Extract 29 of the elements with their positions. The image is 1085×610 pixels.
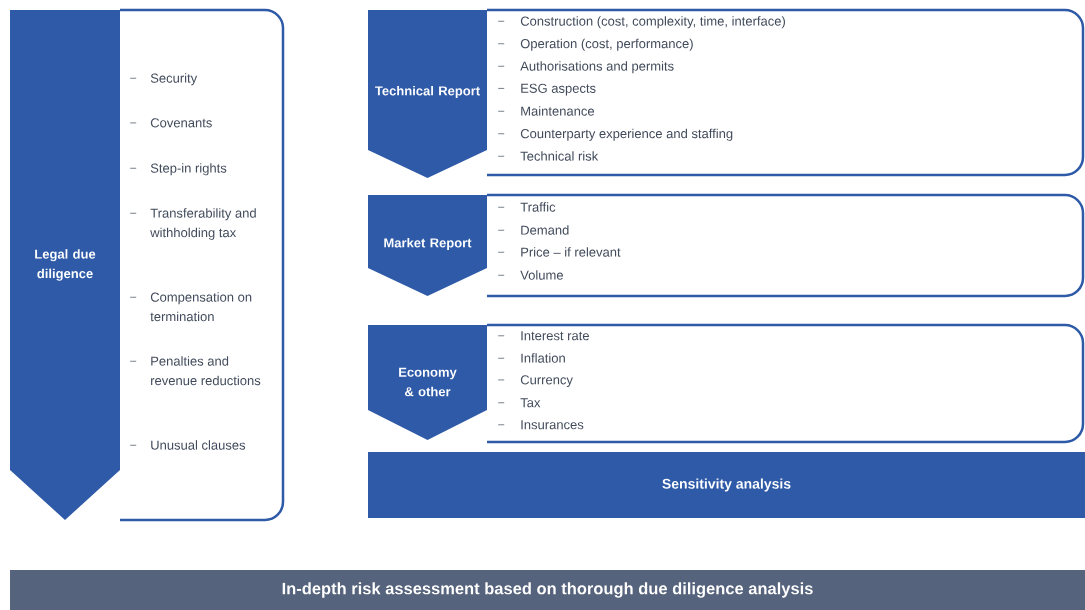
bar-box: Sensitivity analysis [368, 452, 1085, 518]
chevron-box: Market Report [368, 195, 487, 296]
list-item: Authorisations and permits [497, 61, 674, 74]
list-item: Transferability and withholding tax [129, 208, 256, 240]
list-item: Demand [497, 225, 569, 235]
chevron-box: Economy & other [368, 325, 487, 440]
chevron-box: Technical Report [368, 10, 487, 178]
list-item: Penalties and revenue reductions [129, 356, 261, 386]
list-item: Covenants [129, 118, 212, 128]
list-item: Step-in rights [129, 163, 227, 176]
list-item: ESG aspects [497, 83, 596, 96]
chevron-box: Legal due diligence [10, 10, 120, 520]
list-item: Price – if relevant [497, 247, 621, 257]
list-item: Currency [497, 375, 573, 387]
list-item: Unusual clauses [129, 440, 246, 450]
list-item: Tax [497, 398, 541, 408]
list-item: Counterparty experience and staffing [497, 128, 733, 141]
list-item: Volume [497, 270, 563, 280]
list-item: Insurances [497, 420, 584, 430]
list-item: Security [129, 73, 198, 86]
banner-bar: In-depth risk assessment based on thorough due diligence analysis [10, 570, 1085, 610]
list-item: Traffic [497, 202, 556, 212]
list-item: Interest rate [497, 331, 589, 341]
list-item: Technical risk [497, 151, 599, 161]
list-item: Compensation on termination [129, 292, 252, 322]
list-item: Construction (cost, complexity, time, interface) [497, 16, 785, 29]
list-item: Inflation [497, 353, 565, 363]
list-item: Operation (cost, performance) [497, 38, 693, 51]
list-item: Maintenance [497, 106, 595, 116]
